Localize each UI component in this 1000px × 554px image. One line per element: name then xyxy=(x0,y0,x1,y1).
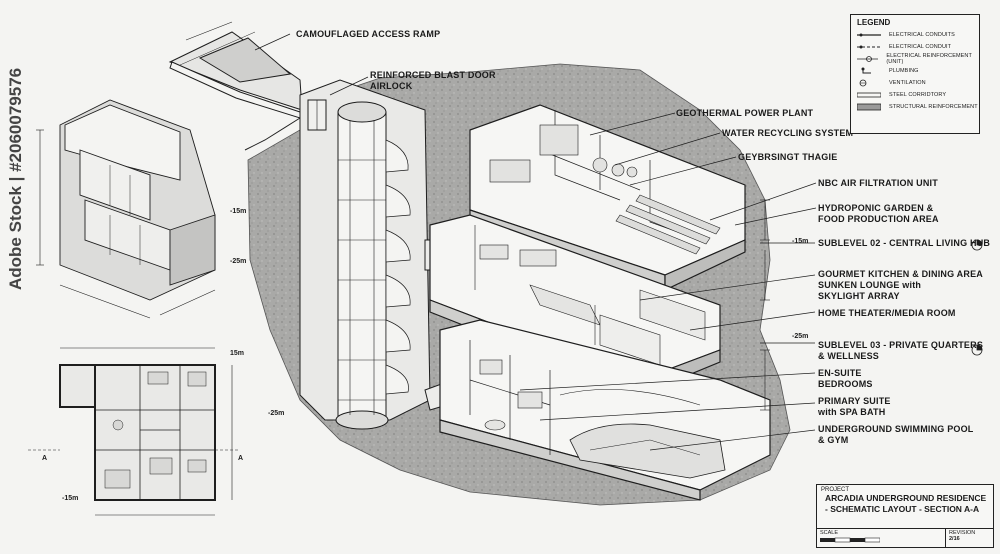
callout-text: AIRLOCK xyxy=(370,81,413,91)
elevator-shaft xyxy=(299,79,431,430)
title-block: PROJECT ARCADIA UNDERGROUND RESIDENCE - … xyxy=(816,484,994,548)
legend-item: ELECTRICAL REINFORCEMENT (UNIT) xyxy=(851,53,979,65)
callout-text: SUNKEN LOUNGE with xyxy=(818,280,922,290)
callout-water-recycling: WATER RECYCLING SYSTEM xyxy=(722,128,853,139)
dim-minus-15m-left: -15m xyxy=(230,208,247,215)
callout-text: HOME THEATER/MEDIA ROOM xyxy=(818,308,956,318)
callout-nbc-filtration: NBC AIR FILTRATION UNIT xyxy=(818,178,938,189)
callout-text: & GYM xyxy=(818,435,849,445)
legend-label: VENTILATION xyxy=(889,80,926,86)
legend-label: STRUCTURAL REINFORCEMENT xyxy=(889,104,978,110)
callout-text: GEOTHERMAL POWER PLANT xyxy=(676,108,814,118)
dim-minus-15m-plan: -15m xyxy=(62,495,79,502)
callout-text: UNDERGROUND SWIMMING POOL xyxy=(818,424,974,434)
callout-text: SUBLEVEL 03 - PRIVATE QUARTERS xyxy=(818,340,984,350)
access-ramp xyxy=(168,21,303,119)
electrical-reinforcement-icon xyxy=(857,56,879,62)
revision-label: REVISION xyxy=(949,530,976,536)
legend-title: LEGEND xyxy=(857,18,891,27)
project-label: PROJECT xyxy=(821,487,850,493)
callout-sublevel-02: SUBLEVEL 02 - CENTRAL LIVING HUB xyxy=(818,238,990,249)
scale-bar-icon xyxy=(820,537,880,543)
section-mark-a-left: A xyxy=(42,455,48,462)
dim-minus-25m-right: -25m xyxy=(792,333,809,340)
legend-label: PLUMBING xyxy=(889,68,919,74)
revision-value: 2/16 xyxy=(949,536,960,542)
dim-minus-25m-shaft: -25m xyxy=(268,410,285,417)
callout-access-ramp: CAMOUFLAGED ACCESS RAMP xyxy=(296,29,440,40)
legend-label: STEEL CORRIDTORY xyxy=(889,92,947,98)
legend-label: ELECTRICAL CONDUITS xyxy=(889,32,955,38)
electrical-conduits-icon xyxy=(857,33,881,37)
sublevel-03-box xyxy=(439,319,771,501)
callout-text: SUBLEVEL 02 - CENTRAL LIVING HUB xyxy=(818,238,991,248)
floor-plan xyxy=(28,347,240,516)
title-block-footer: SCALE REVISION 2/16 xyxy=(817,528,993,547)
leader-lines xyxy=(254,33,817,451)
callout-text: WATER RECYCLING SYSTEM xyxy=(722,128,854,138)
legend-item: ELECTRICAL CONDUIT xyxy=(851,41,979,53)
callout-kitchen: GOURMET KITCHEN & DINING AREA SUNKEN LOU… xyxy=(818,269,983,302)
scale-cell: SCALE xyxy=(817,529,946,547)
callout-text: & WELLNESS xyxy=(818,351,880,361)
callout-hydroponic: HYDROPONIC GARDEN & FOOD PRODUCTION AREA xyxy=(818,203,939,225)
structural-reinforcement-icon xyxy=(857,103,881,111)
steel-corridor-icon xyxy=(857,92,881,98)
callout-text: with SPA BATH xyxy=(818,407,886,417)
stock-watermark: Adobe Stock | #2060079576 xyxy=(6,67,25,290)
dim-minus-15m-right: -15m xyxy=(792,238,809,245)
legend-item: ELECTRICAL CONDUITS xyxy=(851,29,979,41)
callout-geothermal: GEOTHERMAL POWER PLANT xyxy=(676,108,813,119)
callout-text: GEYBRSINGT THAGIE xyxy=(738,152,838,162)
callout-text: HYDROPONIC GARDEN & xyxy=(818,203,934,213)
iso-mini-view xyxy=(36,99,216,319)
legend-item: STRUCTURAL REINFORCEMENT xyxy=(851,101,979,113)
legend-box: LEGEND ELECTRICAL CONDUITS ELECTRICAL CO… xyxy=(850,14,980,134)
callout-ensuite: EN-SUITE BEDROOMS xyxy=(818,368,873,390)
legend-label: ELECTRICAL CONDUIT xyxy=(889,44,952,50)
callout-primary-suite: PRIMARY SUITE with SPA BATH xyxy=(818,396,891,418)
dim-15m-plan: 15m xyxy=(230,350,245,357)
callout-blast-door: REINFORCED BLAST DOOR AIRLOCK xyxy=(370,70,496,92)
callout-text: SKYLIGHT ARRAY xyxy=(818,291,900,301)
ventilation-icon xyxy=(859,79,867,87)
callout-text: PRIMARY SUITE xyxy=(818,396,891,406)
legend-label: ELECTRICAL REINFORCEMENT (UNIT) xyxy=(886,53,972,65)
section-mark-a: A xyxy=(238,455,244,462)
project-name-line-1: ARCADIA UNDERGROUND RESIDENCE xyxy=(825,493,987,503)
callout-text: GOURMET KITCHEN & DINING AREA xyxy=(818,269,983,279)
callout-text: FOOD PRODUCTION AREA xyxy=(818,214,939,224)
scale-label: SCALE xyxy=(820,530,839,536)
callout-pool-gym: UNDERGROUND SWIMMING POOL & GYM xyxy=(818,424,974,446)
electrical-conduit-icon xyxy=(857,45,881,49)
dim-minus-25m-left: -25m xyxy=(230,258,247,265)
callout-sublevel-03: SUBLEVEL 03 - PRIVATE QUARTERS & WELLNES… xyxy=(818,340,983,362)
callout-text: REINFORCED BLAST DOOR xyxy=(370,70,496,80)
callout-text: CAMOUFLAGED ACCESS RAMP xyxy=(296,29,441,39)
legend-item: PLUMBING xyxy=(851,65,979,77)
callout-text: EN-SUITE xyxy=(818,368,862,378)
section-markers xyxy=(971,239,983,356)
legend-item: VENTILATION xyxy=(851,77,979,89)
project-name-line-2: - SCHEMATIC LAYOUT - SECTION A-A xyxy=(825,504,980,514)
callout-text: NBC AIR FILTRATION UNIT xyxy=(818,178,938,188)
callout-storage: GEYBRSINGT THAGIE xyxy=(738,152,837,163)
legend-item: STEEL CORRIDTORY xyxy=(851,89,979,101)
dimension-lines-right xyxy=(760,199,770,411)
plumbing-icon xyxy=(861,67,871,74)
revision-cell: REVISION 2/16 xyxy=(946,529,993,547)
callout-text: BEDROOMS xyxy=(818,379,873,389)
callout-theater: HOME THEATER/MEDIA ROOM xyxy=(818,308,956,319)
